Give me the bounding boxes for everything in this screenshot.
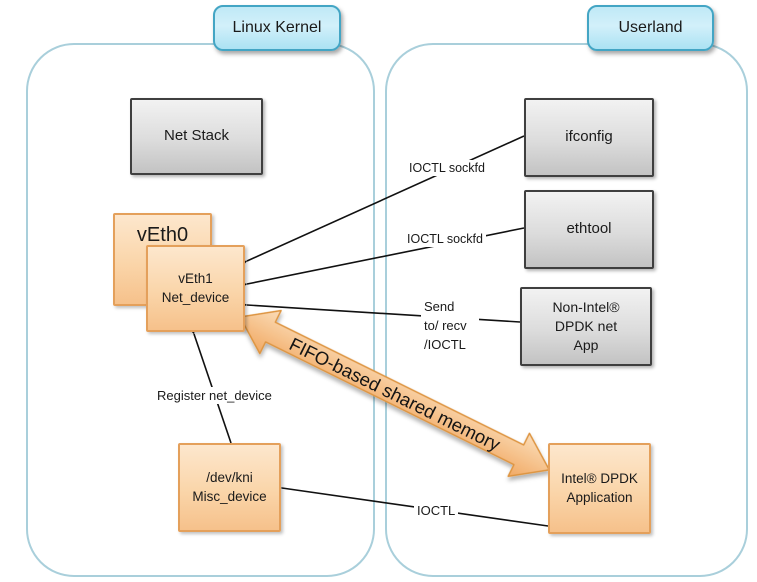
veth0-label: vEth0 [136,224,189,246]
userland-panel-label-text: Userland [618,19,683,36]
edge-label-ioctl-sockfd-ethtool: IOCTL sockfd [404,231,486,247]
intel-app-label-line1: Intel® DPDK [561,471,638,487]
userland-panel [385,43,748,577]
linux-kernel-panel-label-text: Linux Kernel [232,19,322,36]
userland-panel-label: Userland [587,5,714,51]
non-intel-label-line2: DPDK net [554,318,618,335]
ethtool-label: ethtool [566,220,612,238]
non-intel-label-line1: Non-Intel® [552,299,620,316]
non-intel-dpdk-app-node: Non-Intel® DPDK net App [520,287,652,366]
non-intel-label-line3: App [573,336,599,353]
edge-label-line: to/ recv [424,318,467,333]
net-stack-label: Net Stack [163,127,230,145]
edge-label-register-net-device: Register net_device [154,387,275,404]
veth1-label-line1: vEth1 [178,271,213,287]
edge-ifconfig-to-veth1 [234,135,525,271]
edge-label-send-recv-ioctl: Send to/ recv /IOCTL [421,296,479,355]
intel-dpdk-application-node: Intel® DPDK Application [548,443,651,534]
ifconfig-node: ifconfig [524,98,654,177]
edge-label-ioctl-sockfd-ifconfig: IOCTL sockfd [406,160,488,176]
dev-kni-node: /dev/kni Misc_device [178,443,281,532]
linux-kernel-panel [26,43,375,577]
edge-label-line: Send [424,299,455,314]
linux-kernel-panel-label: Linux Kernel [213,5,341,51]
dev-kni-label-line1: /dev/kni [206,470,253,486]
edge-label-line: /IOCTL [424,337,466,352]
net-stack-node: Net Stack [130,98,263,175]
veth1-node: vEth1 Net_device [146,245,245,332]
veth1-label-line2: Net_device [161,289,230,305]
edge-label-ioctl: IOCTL [414,502,459,519]
ifconfig-label: ifconfig [565,128,613,146]
intel-app-label-line2: Application [566,489,633,505]
ethtool-node: ethtool [524,190,654,269]
dev-kni-label-line2: Misc_device [192,488,267,504]
